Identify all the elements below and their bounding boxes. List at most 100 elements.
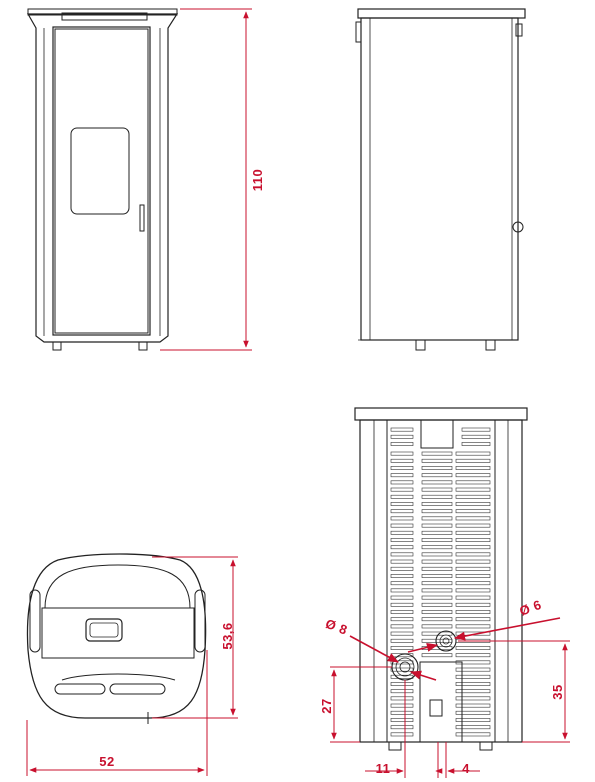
vent-slot (455, 538, 491, 542)
vent-slot (421, 523, 453, 528)
vent-slot (421, 653, 453, 658)
vent-slot (421, 638, 453, 643)
dim-diameter-upper-label: Ø 6 (517, 597, 543, 619)
vent-slot (455, 725, 491, 730)
vent-slot (390, 689, 414, 694)
vent-slot (390, 602, 414, 607)
vent-slot (390, 494, 414, 499)
vent-slot (455, 646, 491, 650)
vent-slot (390, 682, 414, 686)
vent-slot (390, 610, 414, 614)
vent-slot (390, 638, 414, 643)
vent-slot (455, 667, 491, 672)
dim-width-label: 52 (99, 754, 114, 769)
vent-slot (390, 617, 414, 622)
vent-slot (455, 595, 491, 600)
vent-slot (421, 631, 453, 636)
vent-slot (455, 588, 491, 593)
vent-slot (421, 610, 453, 614)
vent-slot (390, 502, 414, 506)
vent-slot (455, 718, 491, 722)
vent-slot (390, 530, 414, 535)
vent-slot (455, 509, 491, 514)
vent-slot (390, 581, 414, 586)
dimension-lines (26, 8, 570, 778)
vent-slot (455, 502, 491, 506)
vent-slot (390, 588, 414, 593)
vent-slot (421, 602, 453, 607)
vent-slot (390, 427, 414, 432)
vent-slot (390, 646, 414, 650)
vent-slot (455, 480, 491, 485)
vent-slot (390, 480, 414, 485)
vent-slot (421, 624, 453, 629)
vent-slot (421, 552, 453, 557)
vent-slot (455, 653, 491, 658)
dim-outlet-upper-label: 35 (550, 684, 565, 699)
vent-slot (390, 660, 414, 665)
vent-slot (461, 442, 491, 446)
vent-slot (390, 696, 414, 701)
vent-slot (390, 559, 414, 564)
vent-slot (390, 624, 414, 629)
vent-slot (421, 538, 453, 542)
dim-offset-right-label: 4 (462, 761, 470, 776)
vent-slot (455, 559, 491, 564)
vent-slot (455, 473, 491, 478)
vent-slot (455, 610, 491, 614)
vent-slot (455, 710, 491, 715)
vent-slot (390, 442, 414, 446)
top-view (26, 553, 207, 724)
vent-slot (455, 566, 491, 571)
dim-offset-left-label: 11 (376, 761, 391, 776)
vent-slot (390, 595, 414, 600)
ventilation-slots (390, 427, 491, 737)
vent-slot (421, 581, 453, 586)
vent-slot (390, 509, 414, 514)
vent-slot (421, 617, 453, 622)
back-view (354, 407, 528, 751)
vent-slot (421, 451, 453, 456)
vent-slot (421, 595, 453, 600)
dimension-labels: 110 53,6 52 Ø 6 Ø 8 35 27 11 4 (99, 169, 565, 776)
vent-slot (390, 516, 414, 521)
vent-slot (455, 703, 491, 708)
vent-slot (390, 732, 414, 737)
vent-slot (390, 725, 414, 730)
vent-slot (461, 434, 491, 439)
vent-slot (421, 530, 453, 535)
vent-slot (390, 487, 414, 492)
vent-slot (390, 458, 414, 463)
dim-height-label: 110 (250, 169, 265, 191)
vent-slot (455, 696, 491, 701)
vent-slot (390, 466, 414, 470)
dim-outlet-lower-label: 27 (319, 698, 334, 713)
vent-slot (390, 566, 414, 571)
vent-slot (455, 530, 491, 535)
vent-slot (455, 523, 491, 528)
vent-slot (390, 710, 414, 715)
vent-slot (421, 588, 453, 593)
vent-slot (455, 466, 491, 470)
vent-slot (421, 466, 453, 470)
vent-slot (455, 581, 491, 586)
vent-slot (390, 574, 414, 578)
vent-slot (455, 624, 491, 629)
vent-slot (421, 458, 453, 463)
vent-slot (455, 574, 491, 578)
vent-slot (390, 434, 414, 439)
vent-slot (455, 732, 491, 737)
vent-slot (390, 545, 414, 550)
vent-slot (461, 427, 491, 432)
vent-slot (455, 602, 491, 607)
vent-slot (455, 617, 491, 622)
dim-diameter-lower-label: Ø 8 (323, 616, 349, 638)
vent-slot (455, 516, 491, 521)
vent-slot (455, 458, 491, 463)
vent-slot (390, 473, 414, 478)
vent-slot (390, 451, 414, 456)
vent-slot (421, 516, 453, 521)
vent-slot (390, 523, 414, 528)
vent-slot (455, 552, 491, 557)
